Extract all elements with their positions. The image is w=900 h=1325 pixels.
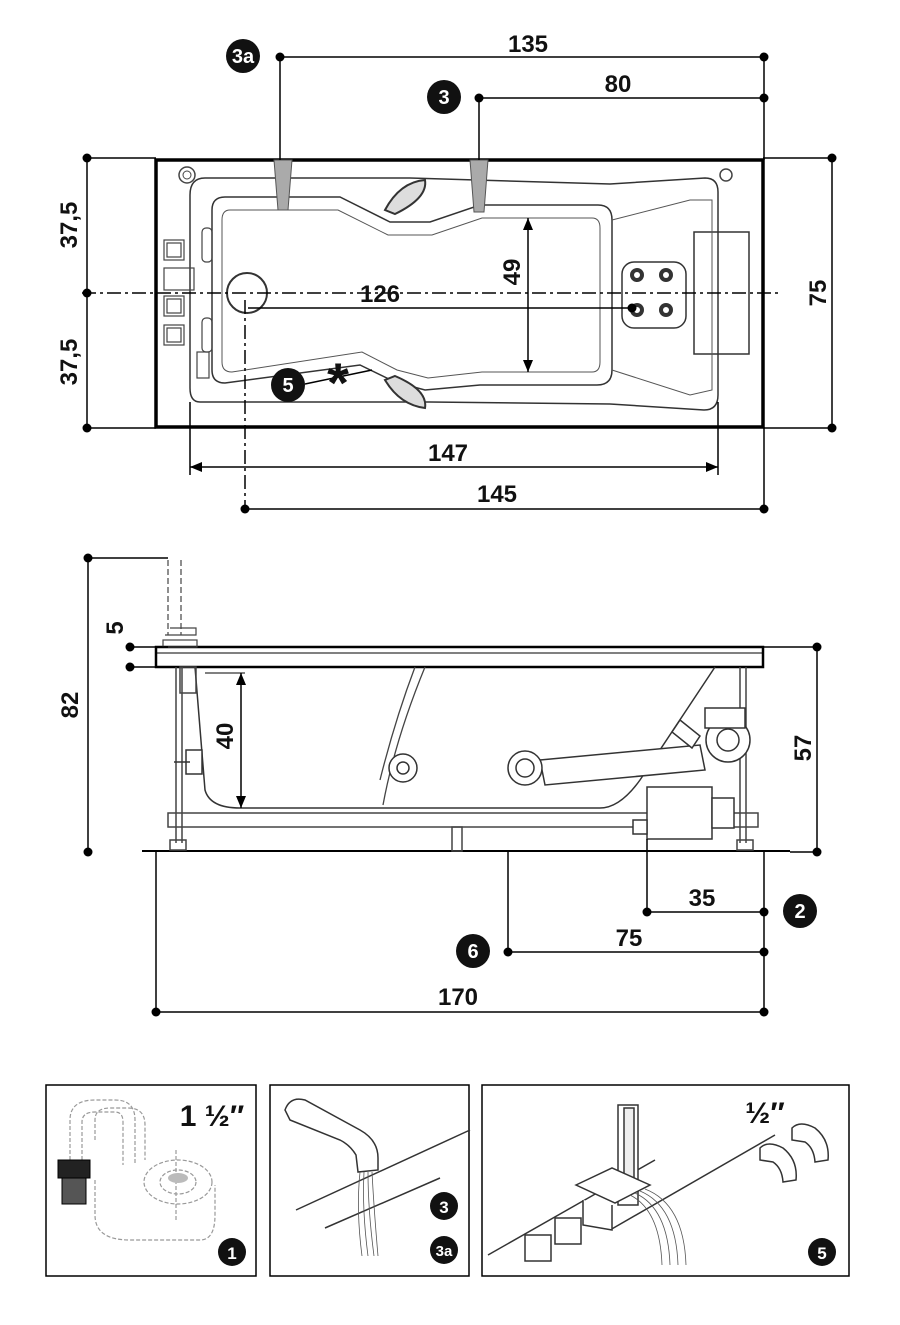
badge-3 (427, 80, 461, 114)
drain-trap-illustration (69, 1099, 216, 1241)
badge-5-panel (808, 1238, 836, 1266)
dim-80 (478, 97, 764, 160)
top-view: 135 80 126 49 147 145 (56, 31, 837, 514)
badge-3-panel-label: 3 (439, 1198, 448, 1217)
badge-3a-label: 3a (232, 46, 255, 68)
control-panel (163, 227, 213, 379)
badge-2 (783, 894, 817, 928)
dim-75-side-label: 75 (616, 925, 643, 952)
dim-49-label: 49 (499, 259, 526, 286)
dim-147 (189, 402, 719, 475)
pump-pipe (388, 744, 706, 786)
dim-82 (87, 557, 168, 852)
dim-147-label: 147 (428, 440, 468, 467)
dim-126-label: 126 (360, 281, 400, 308)
dim-135-label: 135 (508, 31, 548, 58)
dim-37-5-top-label: 37,5 (56, 202, 83, 249)
dim-37-5-bottom-label: 37,5 (56, 339, 83, 386)
badge-3a (226, 39, 260, 73)
spout-illustration (284, 1098, 471, 1229)
tub-rim-side (154, 645, 765, 669)
support-frame (167, 666, 759, 852)
elbow-fittings (759, 1123, 829, 1183)
dim-145-label: 145 (477, 481, 517, 508)
badge-3-label: 3 (438, 87, 449, 109)
dim-75-side (507, 851, 764, 953)
badge-5-panel-label: 5 (817, 1244, 826, 1263)
badge-6 (456, 934, 490, 968)
tub-basin-side (194, 666, 716, 809)
drain-assembly (174, 749, 203, 775)
waterfall-stream (629, 1188, 687, 1266)
badge-1 (218, 1238, 246, 1266)
dim-135 (279, 56, 765, 160)
badge-1-label: 1 (227, 1244, 236, 1263)
dim-145 (245, 427, 765, 510)
tap-side (162, 560, 198, 648)
dim-5-label: 5 (102, 621, 129, 634)
dim-35 (646, 839, 765, 1012)
mixer-set-illustration (487, 1104, 776, 1262)
badge-2-label: 2 (794, 901, 805, 923)
dim-170 (155, 851, 764, 1013)
dim-170-label: 170 (438, 984, 478, 1011)
asterisk-mark: * (327, 351, 349, 414)
overflow-icon (178, 166, 196, 184)
dim-82-label: 82 (57, 692, 84, 719)
side-jets (383, 178, 427, 410)
tap-outlets (273, 159, 489, 213)
pump-motor (670, 707, 751, 763)
dim-80-label: 80 (605, 71, 632, 98)
dim-35-label: 35 (689, 885, 716, 912)
dim-75-width (763, 157, 833, 429)
badge-5-label: 5 (282, 375, 293, 397)
dim-57-label: 57 (790, 735, 817, 762)
detail-panel-drain: 1 ½″ 1 (45, 1084, 257, 1277)
badge-3a-panel (430, 1236, 458, 1264)
detail-panel-spout: 3 3a (269, 1084, 471, 1277)
badge-6-label: 6 (467, 941, 478, 963)
tub-basin-outer (189, 177, 719, 411)
back-jets (621, 261, 687, 329)
side-view: 82 5 40 57 35 (57, 553, 822, 1017)
dim-40-label: 40 (212, 723, 239, 750)
badge-5 (271, 368, 305, 402)
badge-3a-panel-label: 3a (436, 1243, 453, 1260)
badge-3-panel (430, 1192, 458, 1220)
dim-75-width-label: 75 (805, 280, 832, 307)
tub-basin-inner (211, 196, 613, 391)
panel-1-size: 1 ½″ (180, 1100, 244, 1133)
detail-panel-mixer: ½″ 5 (481, 1084, 850, 1277)
water-stream (358, 1171, 379, 1257)
control-box (632, 786, 735, 840)
panel-3-size: ½″ (745, 1097, 784, 1130)
